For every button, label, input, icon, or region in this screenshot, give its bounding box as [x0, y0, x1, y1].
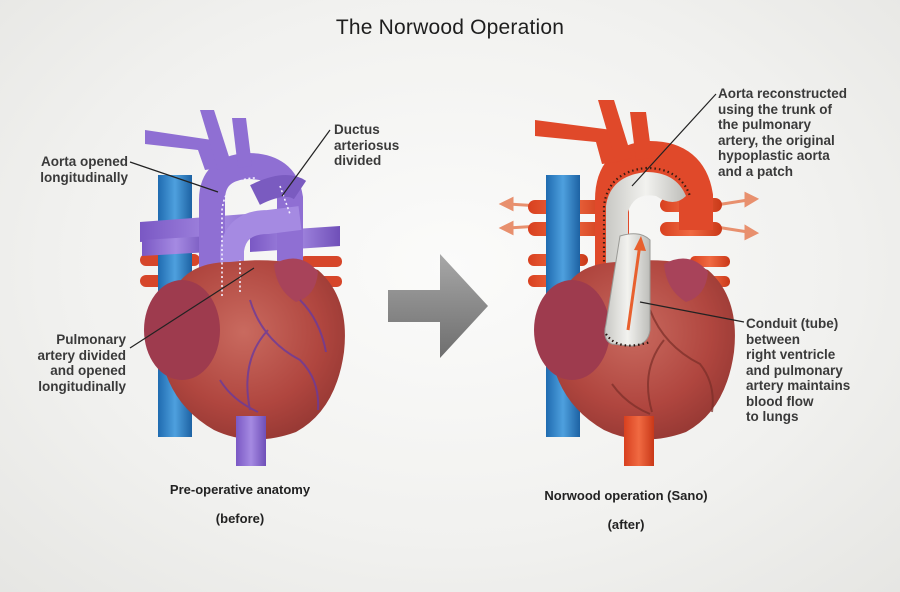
- caption-after-title: Norwood operation (Sano): [544, 488, 708, 503]
- caption-after-sub: (after): [607, 517, 645, 532]
- label-ductus-divided: Ductus arteriosus divided: [334, 122, 400, 168]
- before-heart-illustration: [140, 110, 345, 466]
- after-heart-illustration: [498, 100, 760, 466]
- diagram-title: The Norwood Operation: [335, 16, 565, 39]
- before-pulmonary-trunk: [220, 206, 302, 290]
- caption-after: Norwood operation (Sano) (after): [506, 488, 746, 532]
- before-right-atrium: [144, 280, 220, 380]
- caption-before-title: Pre-operative anatomy: [169, 482, 311, 497]
- label-conduit: Conduit (tube) between right ventricle a…: [746, 316, 851, 424]
- before-leader-lines: [129, 129, 331, 349]
- after-leader-lines: [631, 93, 745, 323]
- caption-before: Pre-operative anatomy (before): [120, 482, 360, 526]
- label-aorta-reconstructed: Aorta reconstructed using the trunk of t…: [718, 86, 848, 179]
- right-arrow-icon: [388, 254, 488, 358]
- after-right-atrium: [534, 280, 610, 380]
- label-aorta-opened: Aorta opened longitudinally: [40, 154, 128, 185]
- caption-before-sub: (before): [215, 511, 265, 526]
- label-pulmonary-divided: Pulmonary artery divided and opened long…: [37, 332, 126, 394]
